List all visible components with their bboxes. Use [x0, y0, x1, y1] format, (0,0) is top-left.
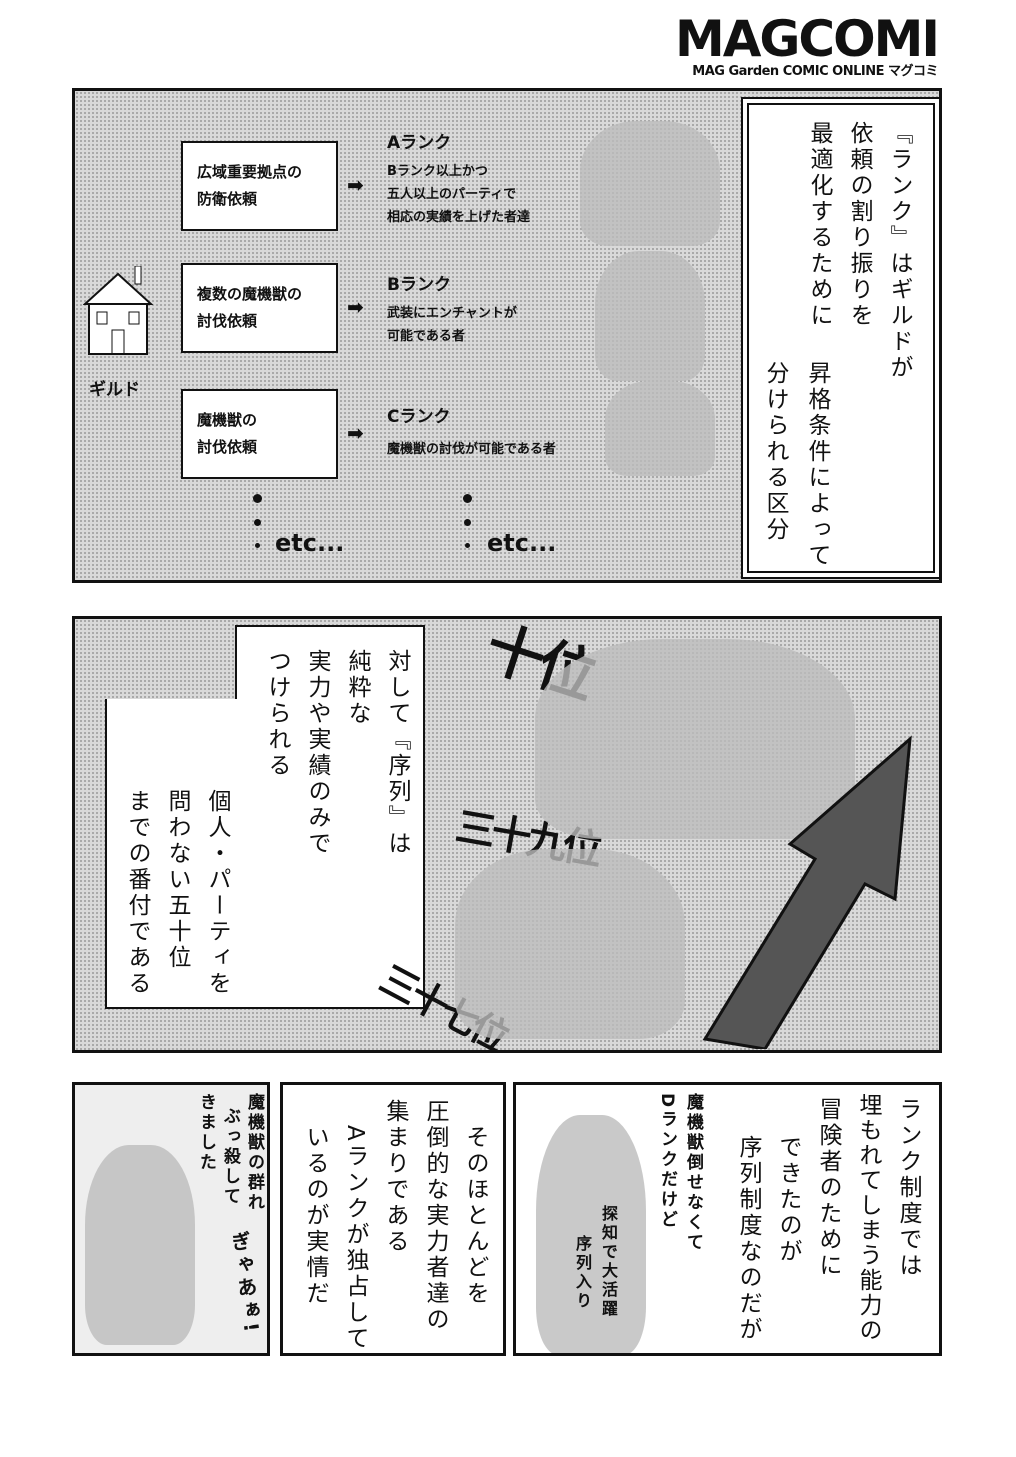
rank-desc-c: 魔機獣の討伐が可能である者 [387, 439, 556, 462]
request-text: 魔機獣の [197, 411, 258, 429]
narration-line: 対して『序列』は [384, 649, 410, 857]
narration-line: 依頼の割り振りを [846, 121, 872, 329]
request-text: 複数の魔機獣の [197, 285, 303, 303]
desc-line: 魔機獣の討伐が可能である者 [387, 442, 556, 457]
request-box-a: 広域重要拠点の防衛依頼 [181, 141, 338, 231]
ellipsis-dot [464, 519, 471, 526]
request-box-c: 魔機獣の討伐依頼 [181, 389, 338, 479]
narration-line: Aランクが独占して [342, 1125, 368, 1352]
narration-line: そのほとんどを [462, 1125, 488, 1307]
etc-right: etc... [487, 529, 557, 557]
magcomi-logo: MAGCOMI MAG Garden COMIC ONLINE マグコミ [674, 10, 940, 81]
narration-box-rank [747, 103, 935, 573]
panel-ranking-explanation: 対して『序列』は 純粋な 実力や実績のみで つけられる 個人・パーティを 問わな… [72, 616, 942, 1053]
battle-illustration [535, 639, 855, 839]
guild-house-icon [82, 265, 154, 356]
arrow-right-icon: ➡ [347, 173, 364, 197]
panel-monster-slayer: 魔機獣の群れ ぶっ殺して きました ぎゃあぁ! [72, 1082, 270, 1356]
fighter-illustration [605, 381, 715, 476]
narration-line: 問わない五十位 [164, 789, 190, 971]
narration-line: までの番付である [124, 789, 150, 997]
desc-line: 相応の実績を上げた者達 [387, 209, 531, 225]
narration-line: 埋もれてしまう能力の [855, 1093, 881, 1343]
request-text: 討伐依頼 [197, 438, 258, 456]
narration-line: 純粋な [344, 649, 370, 727]
narration-line: 最適化するために [806, 121, 832, 329]
ellipsis-dot [255, 543, 260, 548]
logo-sub: MAG Garden COMIC ONLINE マグコミ [692, 64, 938, 79]
ellipsis-dot [465, 543, 470, 548]
ellipsis-dot [254, 519, 261, 526]
rank-desc-b: 武装にエンチャントが可能である者 [387, 303, 517, 349]
narration-line: ランク制度では [895, 1097, 921, 1279]
caption-line: Dランクだけど [657, 1093, 677, 1231]
narration-line: 分けられる区分 [762, 361, 788, 543]
request-text: 防衛依頼 [197, 190, 258, 208]
narration-line: できたのが [775, 1135, 801, 1265]
rank-title-a: Aランク [387, 133, 452, 153]
narration-line: 実力や実績のみで [304, 649, 330, 857]
etc-left: etc... [275, 529, 345, 557]
swordsman-illustration [595, 251, 705, 381]
desc-line: 五人以上のパーティで [387, 186, 517, 202]
arrow-right-icon: ➡ [347, 295, 364, 319]
rank-title-b: Bランク [387, 275, 451, 295]
request-box-b: 複数の魔機獣の討伐依頼 [181, 263, 338, 353]
narration-box-ranking-lower [105, 699, 425, 1009]
rank-title-c: Cランク [387, 407, 451, 427]
narration-line: 集まりである [382, 1099, 408, 1255]
rising-arrow-icon [702, 735, 912, 1049]
ellipsis-dot [253, 494, 262, 503]
panel-ranking-system: 魔機獣倒せなくて Dランクだけど 探知で大活躍 序列入り ランク制度では 埋もれ… [513, 1082, 942, 1356]
warrior-illustration [85, 1145, 195, 1345]
ellipsis-dot [463, 494, 472, 503]
narration-line: いるのが実情だ [302, 1125, 328, 1307]
speech-line: 魔機獣の群れ [244, 1093, 264, 1213]
panel-a-rank-narration: そのほとんどを 圧倒的な実力者達の 集まりである Aランクが独占して いるのが実… [280, 1082, 506, 1356]
desc-line: Bランク以上かつ [387, 164, 488, 179]
caption-line: 序列入り [573, 1235, 592, 1311]
request-text: 討伐依頼 [197, 312, 258, 330]
narration-line: 序列制度なのだが [735, 1135, 761, 1343]
logo-main: MAGCOMI [674, 10, 940, 68]
desc-line: 可能である者 [387, 328, 465, 344]
rank-desc-a: Bランク以上かつ五人以上のパーティで相応の実績を上げた者達 [387, 161, 530, 229]
narration-line: 『ランク』はギルドが [886, 121, 912, 381]
narration-line: つけられる [264, 649, 290, 779]
narration-line: 個人・パーティを [204, 789, 230, 997]
adventurer-party-illustration [580, 121, 720, 246]
speech-line: ぶっ殺して [220, 1107, 240, 1207]
caption-line: 探知で大活躍 [599, 1205, 618, 1319]
narration-line: 昇格条件によって [804, 361, 830, 569]
caption-line: 魔機獣倒せなくて [683, 1093, 703, 1253]
panel-rank-explanation: ギルド 広域重要拠点の防衛依頼 ➡ Aランク Bランク以上かつ五人以上のパーティ… [72, 88, 942, 583]
guild-label: ギルド [89, 380, 140, 400]
desc-line: 武装にエンチャントが [387, 306, 517, 321]
party-illustration [455, 849, 685, 1039]
narration-line: 圧倒的な実力者達の [422, 1099, 448, 1333]
speech-line: きました [196, 1093, 216, 1173]
mage-illustration [536, 1115, 646, 1353]
narration-line: 冒険者のために [815, 1097, 841, 1279]
request-text: 広域重要拠点の [197, 163, 303, 181]
sfx-scream: ぎゃあぁ! [225, 1229, 265, 1337]
arrow-right-icon: ➡ [347, 421, 364, 445]
